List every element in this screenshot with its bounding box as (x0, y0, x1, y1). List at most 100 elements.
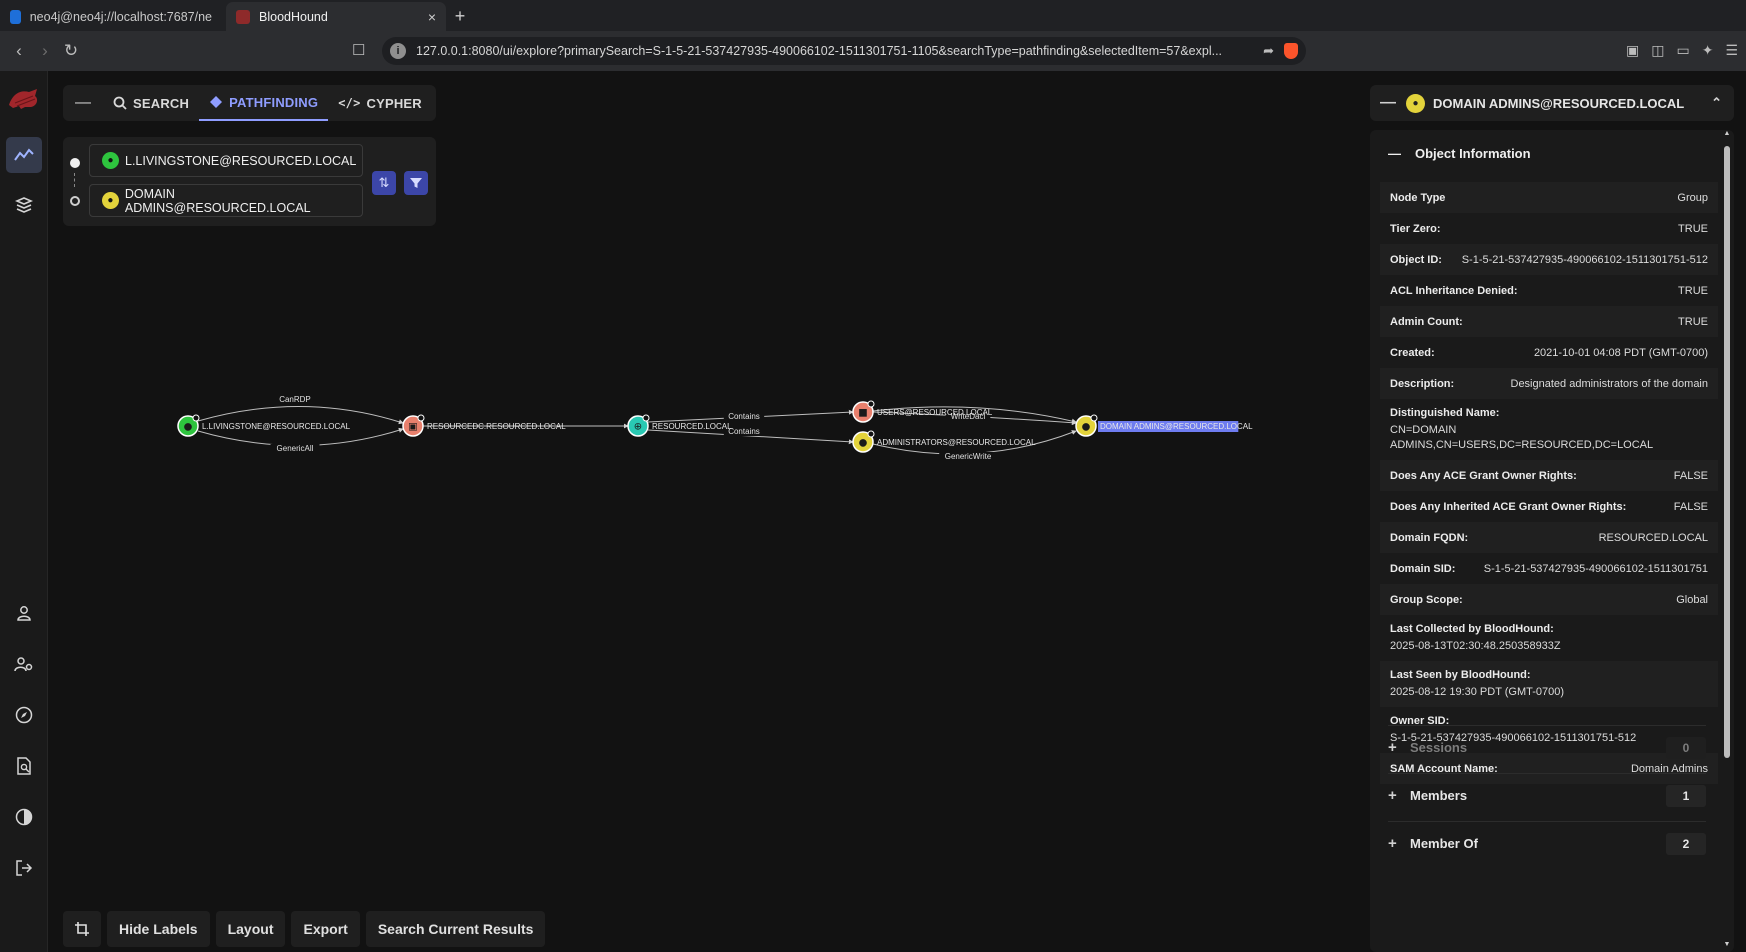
section-label: Sessions (1410, 740, 1468, 755)
collapse-section-icon[interactable]: — (1388, 146, 1401, 161)
graph-edge[interactable] (872, 406, 1077, 424)
node-label[interactable]: RESOURCEDC.RESOURCED.LOCAL (427, 422, 566, 431)
object-information-header[interactable]: — Object Information (1388, 146, 1531, 161)
graph-node-computer[interactable]: ▣RESOURCEDC.RESOURCED.LOCAL (402, 414, 566, 437)
property-value: 2025-08-12 19:30 PDT (GMT-0700) (1390, 686, 1565, 698)
edge-label[interactable]: Contains (728, 427, 760, 436)
address-bar[interactable]: i 127.0.0.1:8080/ui/explore?primarySearc… (382, 37, 1306, 65)
site-info-icon[interactable]: i (390, 43, 406, 59)
node-circle[interactable] (852, 401, 874, 423)
node-label[interactable]: USERS@RESOURCED.LOCAL (877, 408, 993, 417)
property-key: Group Scope: (1390, 593, 1463, 606)
tab-cypher[interactable]: </> CYPHER (328, 85, 432, 121)
expand-icon: + (1388, 739, 1397, 756)
property-value: S-1-5-21-537427935-490066102-1511301751-… (1461, 253, 1708, 266)
wallet-icon[interactable]: ▭ (1676, 42, 1690, 58)
leo-ai-icon[interactable]: ✦ (1701, 42, 1714, 58)
url-text: 127.0.0.1:8080/ui/explore?primarySearch=… (416, 44, 1223, 58)
collapse-panel-icon[interactable]: — (1380, 94, 1396, 111)
edge-label[interactable]: CanRDP (279, 395, 311, 404)
chevron-double-up-icon[interactable]: ⌃ (1711, 95, 1722, 110)
group-management-icon[interactable] (6, 187, 42, 223)
tab-search-label: SEARCH (133, 95, 190, 111)
filter-edges-button[interactable] (404, 171, 428, 195)
property-value: TRUE (1678, 222, 1708, 235)
node-label[interactable]: RESOURCED.LOCAL (652, 422, 732, 431)
property-key: Domain SID: (1390, 562, 1456, 575)
property-key: Distinguished Name: (1390, 407, 1500, 419)
browser-tab-neo4j[interactable]: neo4j@neo4j://localhost:7687/ne (0, 2, 222, 31)
close-tab-icon[interactable]: × (427, 8, 436, 25)
screenshot-icon[interactable]: ▣ (1626, 42, 1640, 58)
graph-node-group[interactable]: ●ADMINISTRATORS@RESOURCED.LOCAL (852, 430, 1036, 453)
graph-node-group[interactable]: ●DOMAIN ADMINS@RESOURCED.LOCAL (1075, 414, 1253, 437)
property-key: Tier Zero: (1390, 222, 1441, 235)
user-settings-icon[interactable] (6, 646, 42, 682)
property-value: S-1-5-21-537427935-490066102-1511301751-… (1390, 732, 1637, 744)
share-icon[interactable]: ➦ (1263, 43, 1274, 58)
theme-toggle-icon[interactable] (6, 799, 42, 835)
node-circle[interactable] (852, 431, 874, 453)
explore-mode-bar: — SEARCH PATHFINDING </> CYPHER (63, 85, 436, 121)
layout-button[interactable]: Layout (215, 911, 286, 947)
logout-icon[interactable] (6, 850, 42, 886)
property-key: ACL Inheritance Denied: (1390, 284, 1518, 297)
property-value: Group (1677, 191, 1708, 204)
edge-label[interactable]: Contains (728, 412, 760, 421)
collapse-search-icon[interactable]: — (75, 94, 91, 111)
document-search-icon[interactable] (6, 748, 42, 784)
crop-button[interactable] (63, 911, 101, 947)
graph-node-domain[interactable]: ⊕RESOURCED.LOCAL (627, 414, 732, 437)
browser-tab-bloodhound[interactable]: BloodHound × (226, 2, 446, 31)
menu-icon[interactable]: ☰ (1725, 42, 1738, 58)
search-current-results-button[interactable]: Search Current Results (365, 911, 546, 947)
expand-icon: + (1388, 835, 1397, 852)
end-node-field[interactable]: ● DOMAIN ADMINS@RESOURCED.LOCAL (89, 184, 363, 217)
edge-label-bg (723, 412, 765, 421)
panel-scrollbar[interactable]: ▲ ▼ (1722, 130, 1732, 948)
edge-label[interactable]: GenericWrite (945, 452, 992, 461)
reload-icon[interactable]: ↻ (63, 41, 79, 60)
edge-label[interactable]: WriteDacl (951, 412, 986, 421)
tab-search[interactable]: SEARCH (103, 85, 199, 121)
scrollbar-thumb[interactable] (1724, 146, 1730, 758)
hide-labels-button[interactable]: Hide Labels (107, 911, 210, 947)
graph-edge[interactable] (197, 406, 404, 425)
tab-pathfinding[interactable]: PATHFINDING (199, 85, 329, 121)
node-circle[interactable] (177, 415, 199, 437)
node-badge-icon (1090, 414, 1098, 422)
property-key: Description: (1390, 377, 1455, 390)
node-circle[interactable] (1075, 415, 1097, 437)
start-node-field[interactable]: ● L.LIVINGSTONE@RESOURCED.LOCAL (89, 144, 363, 177)
end-node-label: DOMAIN ADMINS@RESOURCED.LOCAL (124, 186, 311, 215)
tab-title: neo4j@neo4j://localhost:7687/ne (29, 9, 212, 24)
property-key: Last Seen by BloodHound: (1390, 669, 1531, 681)
graph-canvas[interactable]: CanRDPGenericAllContainsContainsWriteDac… (48, 71, 1364, 952)
node-label[interactable]: L.LIVINGSTONE@RESOURCED.LOCAL (202, 422, 351, 431)
bookmark-icon[interactable]: ☐ (352, 42, 366, 59)
edge-label[interactable]: GenericAll (277, 444, 314, 453)
forward-icon[interactable]: › (42, 41, 48, 60)
entity-title: DOMAIN ADMINS@RESOURCED.LOCAL (1433, 95, 1685, 111)
new-tab-button[interactable]: + (454, 6, 466, 26)
browser-toolbar: ‹ › ↻ ☐ i 127.0.0.1:8080/ui/explore?prim… (0, 31, 1746, 71)
node-label[interactable]: ADMINISTRATORS@RESOURCED.LOCAL (877, 438, 1036, 447)
scroll-down-icon[interactable]: ▼ (1723, 941, 1731, 948)
brave-shield-icon[interactable] (1284, 43, 1298, 59)
explore-nav-icon[interactable] (6, 137, 42, 173)
scroll-up-icon[interactable]: ▲ (1723, 130, 1731, 137)
graph-node-container[interactable]: ■USERS@RESOURCED.LOCAL (852, 400, 993, 423)
node-circle[interactable] (627, 415, 649, 437)
sidebar-toggle-icon[interactable]: ◫ (1651, 42, 1665, 58)
graph-node-user[interactable]: ●L.LIVINGSTONE@RESOURCED.LOCAL (177, 414, 351, 437)
swap-nodes-button[interactable]: ⇅ (372, 171, 396, 195)
compass-icon[interactable] (6, 697, 42, 733)
back-icon[interactable]: ‹ (16, 41, 22, 60)
node-circle[interactable] (402, 415, 424, 437)
group-icon: ● (102, 192, 119, 209)
export-button[interactable]: Export (291, 911, 360, 947)
user-profile-icon[interactable] (6, 595, 42, 631)
node-label[interactable]: DOMAIN ADMINS@RESOURCED.LOCAL (1100, 422, 1253, 431)
